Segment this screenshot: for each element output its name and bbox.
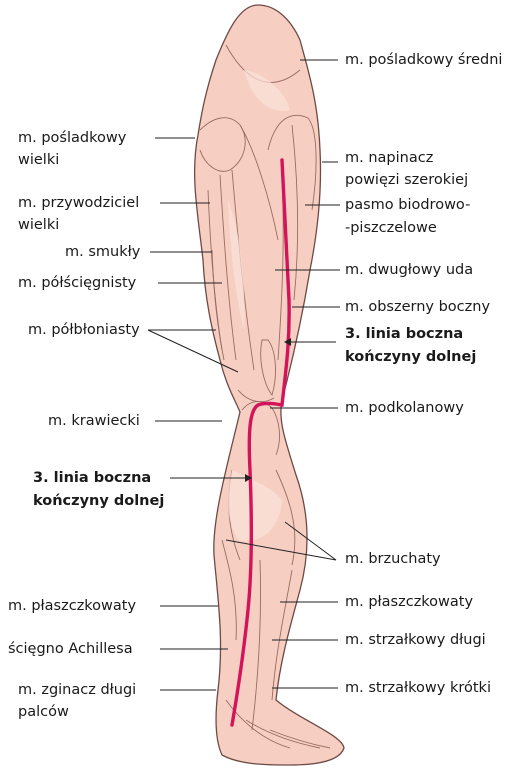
label-achilles-tendon: ścięgno Achillesa xyxy=(8,639,133,659)
label-biceps-femoris: m. dwugłowy uda xyxy=(345,260,473,280)
label-tfl-line2: powięzi szerokiej xyxy=(345,170,468,190)
label-gastrocnemius: m. brzuchaty xyxy=(345,549,441,569)
label-tfl-line1: m. napinacz xyxy=(345,148,433,168)
label-soleus-right: m. płaszczkowaty xyxy=(345,592,473,612)
label-semimembranosus: m. półbłoniasty xyxy=(28,320,140,340)
label-gracilis: m. smukły xyxy=(65,242,140,262)
label-adductor-magnus-line2: wielki xyxy=(18,215,59,235)
label-itb-line1: pasmo biodrowo- xyxy=(345,195,470,215)
label-adductor-magnus-line1: m. przywodziciel xyxy=(18,193,139,213)
label-fdl-line1: m. zginacz długi xyxy=(18,680,136,700)
label-lateral-line-left-2: kończyny dolnej xyxy=(33,491,164,511)
label-gluteus-medius: m. pośladkowy średni xyxy=(345,50,502,70)
label-peroneus-brevis: m. strzałkowy krótki xyxy=(345,678,491,698)
label-gluteus-maximus-line1: m. pośladkowy xyxy=(18,128,126,148)
label-peroneus-longus: m. strzałkowy długi xyxy=(345,630,486,650)
label-popliteus: m. podkolanowy xyxy=(345,398,464,418)
label-gluteus-maximus-line2: wielki xyxy=(18,150,59,170)
label-soleus-left: m. płaszczkowaty xyxy=(8,596,136,616)
label-vastus-lateralis: m. obszerny boczny xyxy=(345,297,490,317)
label-sartorius: m. krawiecki xyxy=(48,411,140,431)
label-fdl-line2: palców xyxy=(18,702,69,722)
label-semitendinosus: m. półścięgnisty xyxy=(18,273,136,293)
label-lateral-line-left-1: 3. linia boczna xyxy=(33,468,151,488)
label-lateral-line-right-2: kończyny dolnej xyxy=(345,347,476,367)
label-itb-line2: -piszczelowe xyxy=(345,218,437,238)
label-lateral-line-right-1: 3. linia boczna xyxy=(345,324,463,344)
